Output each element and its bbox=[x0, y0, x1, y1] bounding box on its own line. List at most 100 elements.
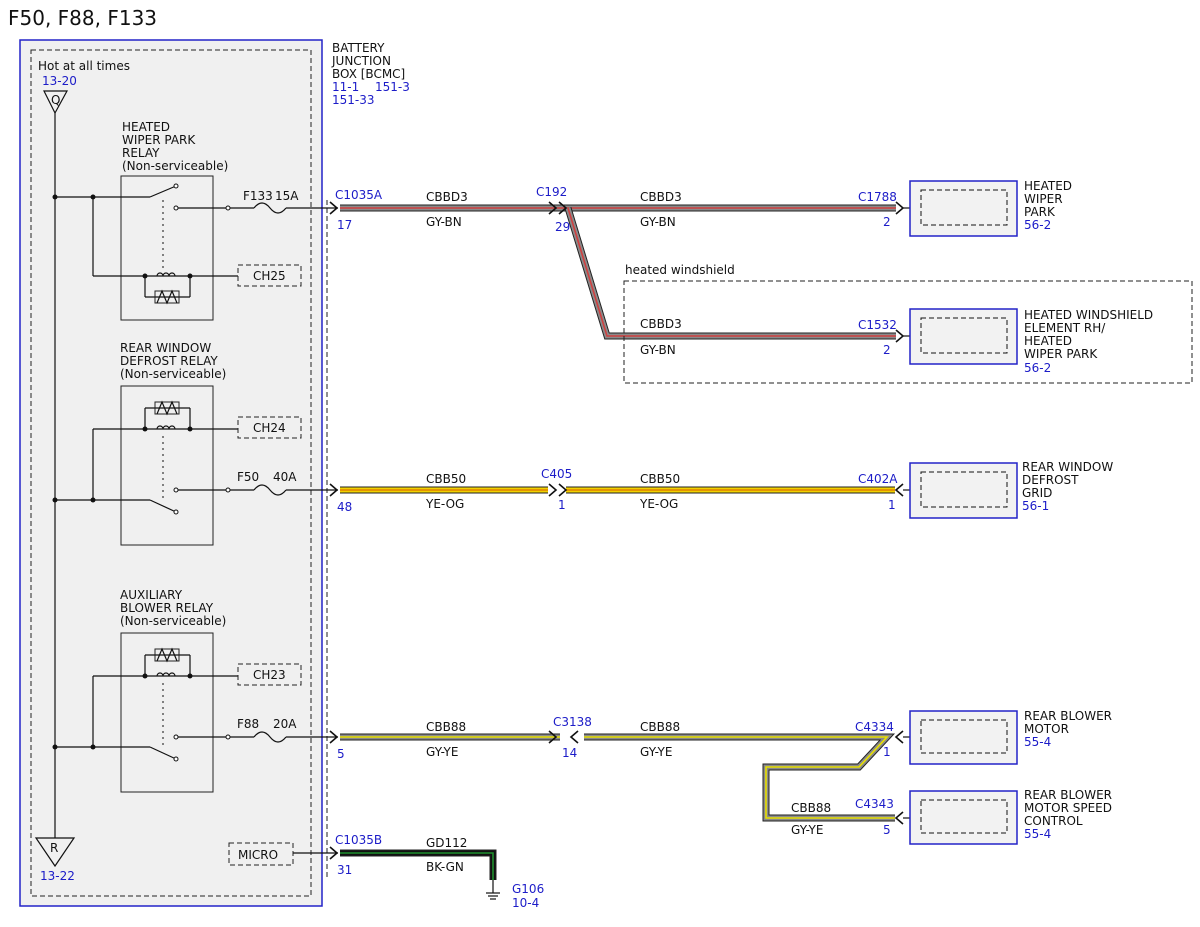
micro-box[interactable] bbox=[228, 842, 294, 866]
connector-arrows bbox=[329, 201, 905, 860]
ground-g106[interactable]: G106 bbox=[512, 882, 544, 896]
connector-c402a[interactable]: C402A bbox=[858, 472, 898, 486]
component-label: REAR BLOWER bbox=[1024, 788, 1112, 802]
bjb-ref-1[interactable]: 11-1 bbox=[332, 80, 359, 94]
ch23-label: CH23 bbox=[253, 668, 286, 682]
component-ref: 56-2 bbox=[1024, 361, 1051, 375]
wire-gd112[interactable] bbox=[340, 849, 497, 880]
component-heated-wiper-park[interactable]: HEATED WIPER PARK 56-2 bbox=[909, 179, 1072, 237]
relay-label: WIPER PARK bbox=[122, 133, 196, 147]
circuit-gd112-color: BK-GN bbox=[426, 860, 464, 874]
ground-symbol bbox=[486, 880, 500, 900]
auxiliary-blower-relay: AUXILIARY BLOWER RELAY (Non-serviceable) bbox=[52, 588, 238, 793]
fuse-f88: F88 20A bbox=[225, 717, 338, 743]
pin-c1532: 2 bbox=[883, 343, 891, 357]
ch24-box[interactable] bbox=[237, 416, 302, 439]
fuse-f50: F50 40A bbox=[225, 470, 338, 496]
fuse-name: F50 bbox=[237, 470, 259, 484]
heated-wiper-park-relay: HEATED WIPER PARK RELAY (Non-serviceable… bbox=[52, 120, 238, 321]
connector-c3138[interactable]: C3138 bbox=[553, 715, 592, 729]
bjb-ref-2[interactable]: 151-3 bbox=[375, 80, 410, 94]
connector-c4343[interactable]: C4343 bbox=[855, 797, 894, 811]
fuse-f133: F133 15A bbox=[225, 189, 338, 214]
circuit-cbbd3-color-3: GY-BN bbox=[640, 343, 676, 357]
component-rear-blower-motor[interactable]: REAR BLOWER MOTOR 55-4 bbox=[909, 709, 1112, 765]
relay-label: (Non-serviceable) bbox=[120, 367, 226, 381]
relay-label: DEFROST RELAY bbox=[120, 354, 218, 368]
connector-c1035a[interactable]: C1035A bbox=[335, 188, 383, 202]
bjb-name-line3: BOX [BCMC] bbox=[332, 67, 405, 81]
component-heated-windshield[interactable]: HEATED WINDSHIELD ELEMENT RH/ HEATED WIP… bbox=[909, 308, 1153, 375]
connector-c192[interactable]: C192 bbox=[536, 185, 567, 199]
battery-junction-box bbox=[19, 39, 323, 907]
bus-top-ref[interactable]: 13-20 bbox=[42, 74, 77, 88]
circuit-cbbd3-color-2: GY-BN bbox=[640, 215, 676, 229]
component-label: PARK bbox=[1024, 205, 1056, 219]
relay-label: HEATED bbox=[122, 120, 170, 134]
heated-windshield-label: heated windshield bbox=[625, 263, 735, 277]
pin-17: 17 bbox=[337, 218, 352, 232]
ch25-box[interactable] bbox=[237, 264, 302, 287]
circuit-cbb88-color-2: GY-YE bbox=[640, 745, 672, 759]
circuit-cbbd3-color: GY-BN bbox=[426, 215, 462, 229]
bus-bottom-marker-label: R bbox=[50, 841, 58, 855]
connector-c1532[interactable]: C1532 bbox=[858, 318, 897, 332]
component-label: HEATED bbox=[1024, 179, 1072, 193]
connector-c405[interactable]: C405 bbox=[541, 467, 572, 481]
wires-layer bbox=[340, 204, 896, 880]
wire-cbb88[interactable] bbox=[340, 733, 896, 822]
connector-c4334[interactable]: C4334 bbox=[855, 720, 894, 734]
bus-top-marker-label: Q bbox=[51, 93, 60, 107]
bjb-name-line1: BATTERY bbox=[332, 41, 385, 55]
bjb-ref-3[interactable]: 151-33 bbox=[332, 93, 375, 107]
component-rear-blower-motor-speed-control[interactable]: REAR BLOWER MOTOR SPEED CONTROL 55-4 bbox=[909, 788, 1112, 845]
component-label: ELEMENT RH/ bbox=[1024, 321, 1106, 335]
hot-at-all-times-label: Hot at all times bbox=[38, 59, 130, 73]
component-rear-window-defrost-grid[interactable]: REAR WINDOW DEFROST GRID 56-1 bbox=[909, 460, 1113, 519]
connector-c1788[interactable]: C1788 bbox=[858, 190, 897, 204]
bus-bottom-ref[interactable]: 13-22 bbox=[40, 869, 75, 883]
component-label: MOTOR bbox=[1024, 722, 1069, 736]
component-ref: 55-4 bbox=[1024, 827, 1051, 841]
component-label: MOTOR SPEED bbox=[1024, 801, 1112, 815]
component-label: WIPER bbox=[1024, 192, 1063, 206]
fuse-rating: 40A bbox=[273, 470, 297, 484]
bjb-inner-boundary bbox=[30, 49, 312, 897]
rear-window-defrost-relay: REAR WINDOW DEFROST RELAY (Non-serviceab… bbox=[52, 341, 238, 546]
diagram-title: F50, F88, F133 bbox=[8, 6, 157, 30]
ground-ref[interactable]: 10-4 bbox=[512, 896, 539, 910]
circuit-cbb88-label-3: CBB88 bbox=[791, 801, 831, 815]
wire-cbbd3-branch[interactable] bbox=[564, 206, 896, 340]
component-label: HEATED WINDSHIELD bbox=[1024, 308, 1153, 322]
circuit-cbb88-color: GY-YE bbox=[426, 745, 458, 759]
component-label: WIPER PARK bbox=[1024, 347, 1098, 361]
pin-29: 29 bbox=[555, 220, 570, 234]
connector-c1035b[interactable]: C1035B bbox=[335, 833, 382, 847]
connector-lead-lines bbox=[903, 207, 910, 819]
component-ref: 56-1 bbox=[1022, 499, 1049, 513]
relay-label: RELAY bbox=[122, 146, 160, 160]
bjb-name-line2: JUNCTION bbox=[331, 54, 391, 68]
fuse-rating: 20A bbox=[273, 717, 297, 731]
fuse-rating: 15A bbox=[275, 189, 299, 203]
relay-label: (Non-serviceable) bbox=[122, 159, 228, 173]
circuit-cbbd3-label: CBBD3 bbox=[426, 190, 468, 204]
component-label: REAR WINDOW bbox=[1022, 460, 1113, 474]
relay-label: BLOWER RELAY bbox=[120, 601, 214, 615]
fuse-name: F133 bbox=[243, 189, 273, 203]
circuit-cbb50-color-2: YE-OG bbox=[639, 497, 678, 511]
circuit-cbb50-label: CBB50 bbox=[426, 472, 466, 486]
component-label: REAR BLOWER bbox=[1024, 709, 1112, 723]
circuit-cbbd3-label-3: CBBD3 bbox=[640, 317, 682, 331]
component-ref: 56-2 bbox=[1024, 218, 1051, 232]
relay-label: REAR WINDOW bbox=[120, 341, 211, 355]
ch23-box[interactable] bbox=[237, 663, 302, 686]
pin-c405: 1 bbox=[558, 498, 566, 512]
circuit-cbb88-label: CBB88 bbox=[426, 720, 466, 734]
circuit-cbb88-color-3: GY-YE bbox=[791, 823, 823, 837]
circuit-cbb50-label-2: CBB50 bbox=[640, 472, 680, 486]
pin-c4334: 1 bbox=[883, 745, 891, 759]
fuse-name: F88 bbox=[237, 717, 259, 731]
pin-c3138: 14 bbox=[562, 746, 577, 760]
